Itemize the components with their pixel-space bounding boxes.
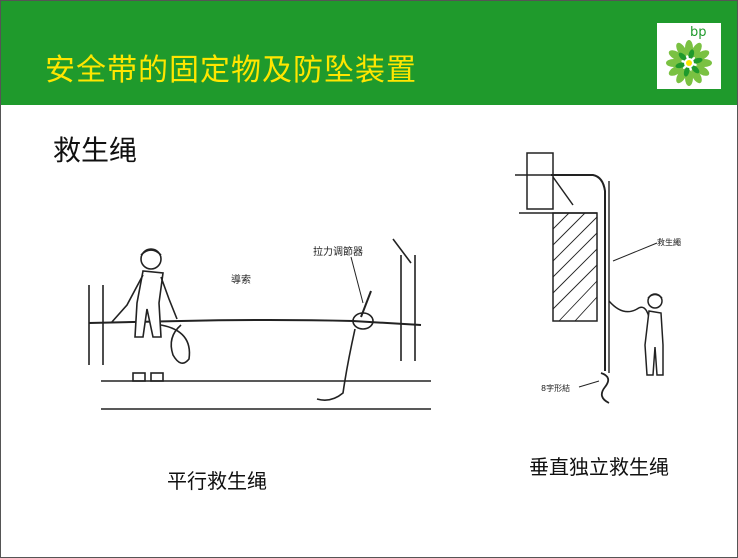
slide-header: 安全带的固定物及防坠装置 [1, 1, 737, 105]
bp-logo-text: bp [690, 25, 707, 40]
helios-logo-icon [666, 40, 712, 86]
figure8-knot-label: 8字形結 [541, 383, 570, 393]
section-subtitle: 救生绳 [53, 134, 138, 167]
vertical-lifeline-caption: 垂直独立救生绳 [529, 455, 669, 479]
lifeline-label: 救生繩 [657, 237, 681, 247]
slide-title: 安全带的固定物及防坠装置 [45, 53, 417, 88]
horizontal-lifeline-caption: 平行救生绳 [167, 469, 267, 493]
tensioner-label: 拉力调節器 [313, 245, 363, 258]
guide-rope-label: 導索 [231, 273, 251, 286]
horizontal-lifeline-illustration: 拉力调節器 導索 [88, 238, 431, 410]
vertical-lifeline-illustration: 救生繩 8字形結 [515, 152, 681, 404]
